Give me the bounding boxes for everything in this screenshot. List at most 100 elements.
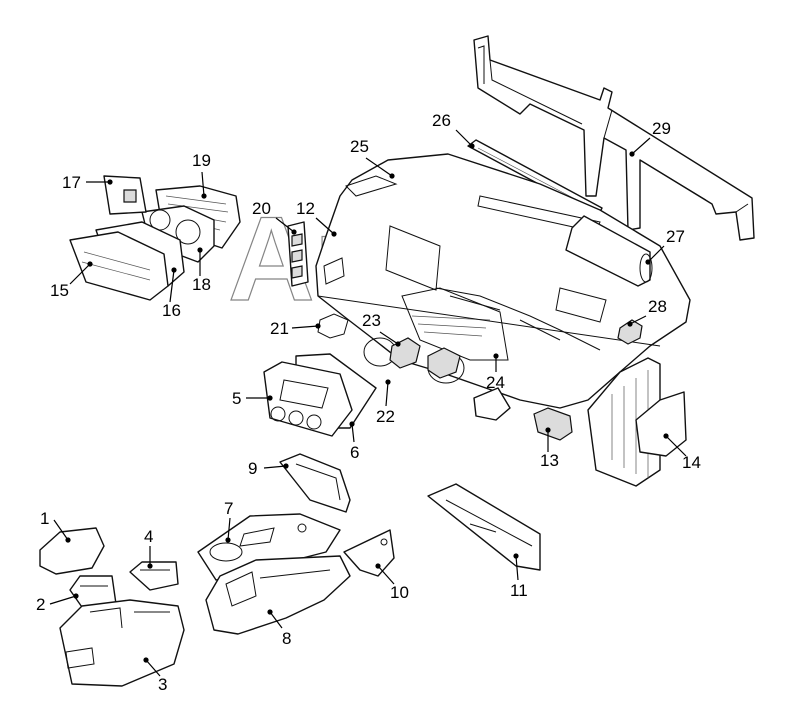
leader-line (665, 435, 687, 457)
leader-line (385, 381, 389, 407)
leader-dot (143, 657, 149, 663)
callout-part-5: 5 (232, 389, 273, 408)
callout-part-18: 18 (192, 247, 211, 294)
leader-dot (663, 433, 669, 439)
callout-part-6: 6 (349, 421, 359, 462)
small-switch (617, 319, 643, 345)
callout-part-4: 4 (144, 527, 153, 569)
leader-dot (469, 143, 475, 149)
leader-line (269, 611, 283, 629)
callout-label: 19 (192, 151, 211, 170)
leader-dot (349, 421, 355, 427)
callout-part-23: 23 (362, 311, 401, 347)
instrument-cluster-group (69, 175, 241, 301)
leader-line (201, 171, 205, 197)
climate-control-panel (263, 353, 377, 437)
bracket (343, 529, 395, 577)
callout-label: 6 (350, 443, 359, 462)
leader-line (53, 519, 69, 541)
leader-dot (629, 151, 635, 157)
callout-label: 21 (270, 319, 289, 338)
callout-part-19: 19 (192, 151, 211, 199)
callout-part-10: 10 (375, 563, 409, 602)
callout-label: 9 (248, 459, 257, 478)
callout-label: 28 (648, 297, 667, 316)
callout-label: 5 (232, 389, 241, 408)
callout-part-28: 28 (627, 297, 667, 327)
leader-dot (389, 173, 395, 179)
leader-line (69, 263, 91, 285)
callout-label: 27 (666, 227, 685, 246)
callout-part-22: 22 (376, 379, 395, 426)
leader-line (455, 129, 473, 147)
leader-dot (493, 353, 499, 359)
leader-line (169, 269, 175, 303)
callout-label: 4 (144, 527, 153, 546)
leader-dot (331, 231, 337, 237)
rear-console-parts (39, 527, 185, 687)
callout-part-14: 14 (663, 433, 701, 472)
callout-label: 13 (540, 451, 559, 470)
leader-dot (645, 259, 651, 265)
leader-line (629, 315, 647, 325)
callout-label: 2 (36, 595, 45, 614)
callout-part-9: 9 (248, 459, 289, 478)
callout-part-1: 1 (40, 509, 71, 543)
callout-part-12: 12 (296, 199, 337, 237)
leader-dot (283, 463, 289, 469)
leader-line (351, 423, 355, 443)
leader-dot (291, 229, 297, 235)
center-console (197, 513, 351, 635)
leader-dot (225, 537, 231, 543)
callout-label: 29 (652, 119, 671, 138)
leader-line (291, 325, 319, 329)
callout-part-29: 29 (629, 119, 671, 157)
passenger-airbag-cover (565, 215, 653, 287)
callout-label: 7 (224, 499, 233, 518)
leader-dot (73, 593, 79, 599)
leader-dot (201, 193, 207, 199)
callout-part-3: 3 (143, 657, 167, 694)
leader-dot (197, 247, 203, 253)
glove-box (427, 483, 541, 571)
callout-part-8: 8 (267, 609, 291, 648)
callout-label: 10 (390, 583, 409, 602)
callout-part-24: 24 (486, 353, 505, 392)
leader-dot (395, 341, 401, 347)
switch-panel (287, 221, 309, 287)
callout-part-13: 13 (540, 427, 559, 470)
callout-label: 12 (296, 199, 315, 218)
callout-label: 18 (192, 275, 211, 294)
callout-part-20: 20 (252, 199, 297, 235)
leader-line (379, 331, 399, 345)
callout-label: 24 (486, 373, 505, 392)
callout-part-21: 21 (270, 319, 321, 338)
leader-line (275, 217, 295, 233)
leader-line (49, 595, 77, 605)
side-end-panel (587, 357, 687, 487)
callout-label: 22 (376, 407, 395, 426)
callout-label: 3 (158, 675, 167, 694)
leader-dot (627, 321, 633, 327)
center-stack-parts (317, 313, 573, 441)
callout-label: 15 (50, 281, 69, 300)
leader-line (365, 157, 393, 177)
leader-dot (375, 563, 381, 569)
callout-label: 16 (162, 301, 181, 320)
callout-part-16: 16 (162, 267, 181, 320)
leader-dot (545, 427, 551, 433)
callout-label: 1 (40, 509, 49, 528)
leader-dot (385, 379, 391, 385)
storage-tray (279, 453, 351, 513)
leader-dot (315, 323, 321, 329)
callout-label: 14 (682, 453, 701, 472)
leader-dot (513, 553, 519, 559)
leader-dot (107, 179, 113, 185)
callout-label: 25 (350, 137, 369, 156)
callout-label: 17 (62, 173, 81, 192)
callout-part-27: 27 (645, 227, 685, 265)
callout-part-26: 26 (432, 111, 475, 149)
leader-dot (87, 261, 93, 267)
leader-dot (147, 563, 153, 569)
